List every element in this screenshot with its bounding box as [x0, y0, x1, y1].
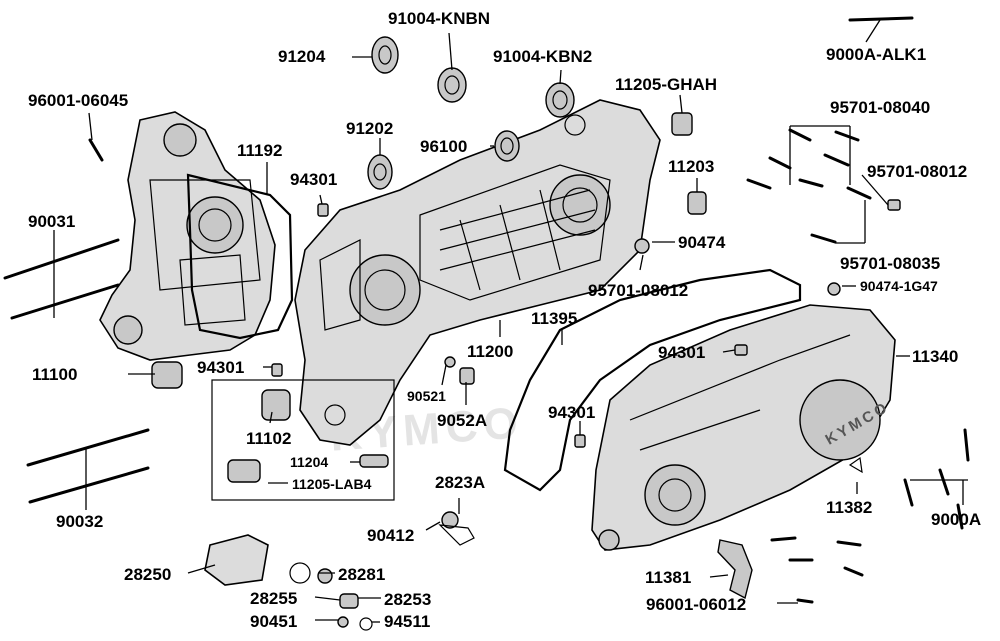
part-label: 90031	[28, 212, 76, 231]
part-label: 11340	[912, 347, 959, 366]
part-label: 90451	[250, 612, 298, 631]
part-label: 94511	[384, 612, 431, 631]
part-label: 11381	[645, 568, 692, 587]
part-label: 11395	[531, 309, 578, 328]
leader-lines	[53, 19, 968, 623]
part-label: 94301	[658, 343, 706, 362]
part-label: 95701-08040	[830, 98, 931, 117]
part-label: 96001-06012	[646, 595, 747, 614]
part-label: 11100	[32, 365, 78, 384]
part-label: 94301	[290, 170, 338, 189]
kickstart-parts	[204, 511, 753, 631]
part-label: 2823A	[435, 473, 486, 492]
right-crankcase	[294, 99, 661, 446]
gasket-11192	[186, 173, 294, 340]
part-label: 95701-08012	[588, 281, 689, 300]
part-label: 9052A	[437, 411, 488, 430]
part-label: 95701-08035	[840, 254, 941, 273]
part-label: 11200	[467, 342, 514, 361]
part-label: 91004-KNBN	[388, 9, 491, 28]
part-label: 11382	[826, 498, 873, 517]
part-label: 96100	[420, 137, 468, 156]
part-label: 90032	[56, 512, 104, 531]
part-label: 11204	[290, 454, 329, 470]
part-label: 9000A	[931, 510, 982, 529]
part-label: 11192	[237, 141, 283, 160]
bearings	[367, 36, 575, 190]
part-label: 11102	[246, 429, 292, 448]
part-label: 28250	[124, 565, 172, 584]
part-label: 91202	[346, 119, 394, 138]
part-label: 96001-06045	[28, 91, 129, 110]
part-label: 28255	[250, 589, 298, 608]
studs	[3, 238, 150, 504]
part-label: 91004-KBN2	[493, 47, 593, 66]
part-label: 11205-LAB4	[292, 476, 372, 492]
dowels-bushings	[151, 112, 841, 483]
part-label: 90474-1G47	[860, 278, 938, 294]
small-bolts	[88, 16, 970, 604]
part-label: 11203	[668, 157, 715, 176]
gasket-11395	[503, 268, 802, 492]
part-label: 90474	[678, 233, 726, 252]
transmission-cover	[591, 304, 896, 551]
part-label: 95701-08012	[867, 162, 968, 181]
part-label: 90412	[367, 526, 415, 545]
part-label: 9000A-ALK1	[826, 45, 927, 64]
part-label: 94301	[548, 403, 596, 422]
left-crankcase	[99, 111, 276, 361]
part-label: 90521	[407, 388, 446, 404]
part-label: 28281	[338, 565, 386, 584]
part-label: 28253	[384, 590, 432, 609]
part-label: 11205-GHAH	[615, 75, 718, 94]
part-label: 91204	[278, 47, 326, 66]
part-label: 94301	[197, 358, 245, 377]
